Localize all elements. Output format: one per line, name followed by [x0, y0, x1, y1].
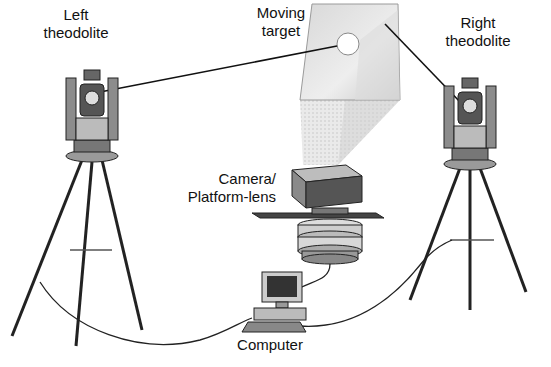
left-theodolite-part — [84, 70, 100, 80]
cable — [40, 240, 452, 344]
computer-part — [254, 308, 306, 320]
computer-part — [276, 302, 288, 308]
computer-part — [242, 322, 306, 332]
left-theodolite-part — [66, 78, 76, 140]
right-theodolite-part — [458, 92, 482, 124]
right-theodolite-part — [444, 86, 454, 148]
left-theodolite-part — [85, 91, 99, 105]
moving-target-part — [300, 4, 400, 100]
computer-part — [262, 272, 302, 302]
camera-platform-part — [292, 170, 306, 208]
part-label: Right theodolite — [432, 14, 524, 50]
left-theodolite-part — [108, 78, 118, 140]
left-theodolite-part — [102, 160, 142, 330]
left-theodolite — [12, 70, 142, 346]
computer — [242, 272, 306, 332]
right-theodolite-part — [462, 78, 478, 88]
left-theodolite-part — [76, 162, 92, 346]
right-theodolite-part — [463, 99, 477, 113]
part-label: Moving target — [252, 4, 310, 40]
moving-target — [300, 4, 400, 100]
camera-platform-part — [302, 254, 358, 264]
right-theodolite-part — [454, 126, 486, 148]
moving-target-part — [355, 10, 400, 100]
camera-beam-part — [338, 100, 400, 165]
right-theodolite-part — [480, 168, 526, 292]
left-theodolite-part — [12, 160, 82, 336]
left-theodolite-part — [76, 118, 108, 140]
left-theodolite-part — [74, 140, 110, 152]
right-theodolite-part — [486, 86, 496, 148]
camera-beam — [300, 100, 400, 165]
computer-part — [267, 276, 297, 297]
camera-beam-part — [300, 100, 400, 165]
right-theodolite-part — [452, 148, 488, 160]
camera-platform-part — [312, 208, 348, 214]
right-theodolite-part — [450, 239, 494, 241]
cable-part — [300, 240, 452, 326]
left-theodolite-part — [70, 249, 112, 251]
right-theodolite-part — [410, 168, 460, 300]
part-label: Camera/ Platform-lens — [172, 170, 276, 206]
right-theodolite — [410, 78, 526, 310]
part-label: Left theodolite — [30, 6, 122, 42]
sight-line-part — [100, 46, 337, 92]
left-theodolite-part — [80, 84, 104, 116]
camera-platform-part — [306, 176, 362, 208]
part-label: Computer — [228, 336, 312, 354]
cable-part — [40, 282, 252, 344]
moving-target-part — [337, 33, 359, 55]
